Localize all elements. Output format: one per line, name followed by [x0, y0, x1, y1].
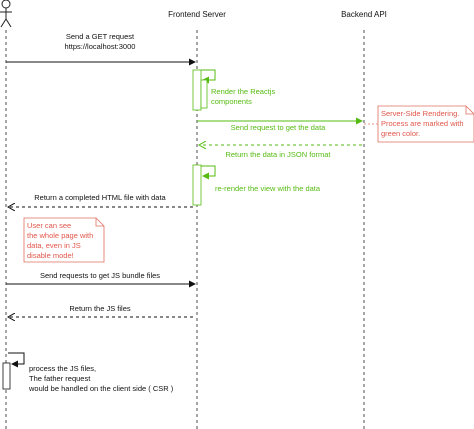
note-user-line4: disable mode!: [27, 251, 74, 260]
arrow-rerender: [201, 165, 216, 180]
message-rerender-label: re-render the view with the data: [215, 184, 321, 193]
frontend-activation-1: [192, 69, 202, 111]
message-js-bundle-label: Send requests to get JS bundle files: [40, 271, 160, 280]
note-ssr-line2: Process are marked with: [381, 119, 464, 128]
user-activation: [2, 362, 11, 390]
frontend-participant-box: [167, 4, 229, 26]
frontend-activation-1b: [200, 79, 208, 109]
arrow-process-js: [8, 352, 25, 368]
message-process-js-line1: process the JS files,: [29, 364, 96, 373]
message-render-label-2: components: [211, 97, 252, 106]
message-get-request-url: https://localhost:3000: [65, 42, 136, 51]
message-return-js-label: Return the JS files: [69, 304, 131, 313]
backend-participant-label: Backend API: [341, 10, 387, 19]
frontend-activation-2: [192, 164, 202, 206]
note-ssr: Server-Side Rendering. Process are marke…: [377, 105, 474, 143]
message-process-js-line2: The father request: [29, 374, 91, 383]
note-ssr-line1: Server-Side Rendering.: [381, 109, 459, 118]
arrow-render-reactjs: [201, 69, 216, 84]
message-return-json-label: Return the data in JSON format: [225, 150, 331, 159]
user-actor-icon: [0, 0, 12, 28]
note-user-line1: User can see: [27, 221, 71, 230]
message-process-js-line3: would be handled on the client side ( CS…: [28, 384, 174, 393]
message-return-html-label: Return a completed HTML file with data: [34, 193, 166, 202]
note-user-line3: data, even in JS: [27, 241, 81, 250]
note-user: User can see the whole page with data, e…: [23, 217, 105, 263]
message-get-data-label: Send request to get the data: [231, 123, 326, 132]
note-ssr-line3: green color.: [381, 129, 420, 138]
note-user-line2: the whole page with: [27, 231, 93, 240]
message-get-request-label: Send a GET request: [66, 32, 135, 41]
frontend-participant-label: Frontend Server: [168, 10, 226, 19]
message-render-label-1: Render the Reactjs: [211, 87, 275, 96]
